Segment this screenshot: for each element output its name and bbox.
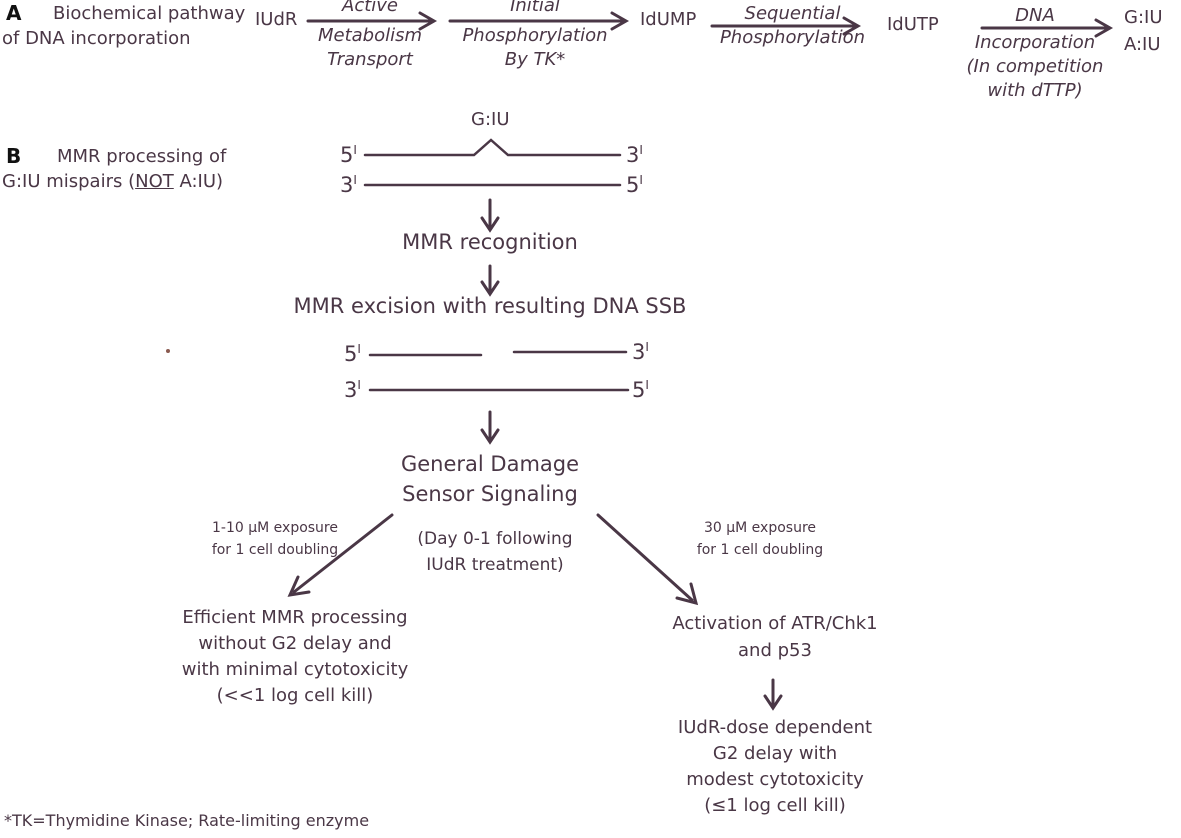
prime-mark: I — [353, 173, 357, 187]
panel-a-title-line2: of DNA incorporation — [2, 28, 191, 49]
step4-line3: (In competition — [966, 56, 1104, 77]
high-outcome-line2: and p53 — [738, 640, 812, 661]
low-outcome-line4: (<<1 log cell kill) — [216, 685, 374, 706]
strand-number: 5 — [344, 342, 358, 366]
final-outcome-line3: modest cytotoxicity — [686, 769, 864, 790]
title-part-not: NOT — [135, 171, 174, 192]
arrow-to-recognition — [480, 198, 500, 233]
step2-line2: Phosphorylation — [462, 25, 608, 46]
final-outcome-line4: (≤1 log cell kill) — [704, 795, 846, 816]
strand-number: 3 — [632, 340, 646, 364]
node-idump: IdUMP — [640, 9, 697, 30]
prime-mark: I — [357, 342, 361, 356]
step1-line2: Metabolism — [317, 25, 423, 46]
step4-line2: Incorporation — [974, 32, 1096, 53]
sensor-line1: General Damage — [400, 452, 580, 476]
nick-end-bottom-right: 5I — [632, 378, 649, 402]
high-dose-line1: 30 μM exposure — [703, 520, 817, 536]
title-part-post: A:IU) — [173, 171, 224, 192]
strand-end-bottom-right: 5I — [626, 173, 643, 197]
high-dose-line2: for 1 cell doubling — [696, 542, 824, 558]
nick-end-bottom-left: 3I — [344, 378, 361, 402]
product-g-iu: G:IU — [1124, 7, 1163, 28]
panel-b-title-line1: MMR processing of — [57, 146, 227, 167]
step1-line3: Transport — [327, 49, 413, 70]
arrow-to-dose-dependent-delay — [763, 678, 783, 711]
final-outcome-line2: G2 delay with — [712, 743, 838, 764]
strand-end-top-right: 3I — [626, 143, 643, 167]
strand-number: 3 — [626, 143, 640, 167]
nick-end-top-right: 3I — [632, 340, 649, 364]
arrow-to-high-dose-outcome — [596, 513, 699, 606]
step3-line1: Sequential — [744, 3, 841, 24]
panel-b-title-line2: G:IU mispairs (NOT A:IU) — [2, 171, 224, 193]
panel-a-title-line1: Biochemical pathway — [53, 3, 246, 24]
step2-line1: Initial — [510, 0, 560, 16]
nick-end-top-left: 5I — [344, 342, 361, 366]
arrow-sequential-phosphorylation — [710, 16, 862, 36]
strand-number: 3 — [340, 173, 354, 197]
prime-mark: I — [357, 378, 361, 392]
low-outcome-line2: without G2 delay and — [198, 633, 392, 654]
node-idutp: IdUTP — [887, 14, 939, 35]
final-outcome-line1: IUdR-dose dependent — [677, 717, 873, 738]
panel-a-letter: A — [6, 1, 22, 25]
prime-mark: I — [645, 340, 649, 354]
low-dose-line2: for 1 cell doubling — [211, 542, 339, 558]
step4-line4: with dTTP) — [987, 80, 1083, 101]
strand-number: 3 — [344, 378, 358, 402]
step1-line1: Active — [342, 0, 398, 16]
product-a-iu: A:IU — [1124, 34, 1161, 55]
speck-mark — [166, 349, 170, 353]
step4-line1: DNA — [1015, 5, 1055, 26]
strand-top-mispair — [363, 138, 622, 157]
prime-mark: I — [353, 143, 357, 157]
high-outcome-line1: Activation of ATR/Chk1 — [672, 613, 878, 634]
arrow-transport — [306, 11, 438, 31]
arrow-initial-phosphorylation — [448, 11, 630, 31]
step2-line3: By TK* — [504, 49, 566, 70]
node-iudr: IUdR — [255, 9, 298, 30]
footnote: *TK=Thymidine Kinase; Rate-limiting enzy… — [4, 811, 370, 830]
strand-end-top-left: 5I — [340, 143, 357, 167]
arrow-to-low-dose-outcome — [287, 513, 394, 597]
title-part-pre: G:IU mispairs ( — [2, 171, 136, 192]
mmr-recognition: MMR recognition — [402, 230, 578, 254]
mmr-excision: MMR excision with resulting DNA SSB — [293, 294, 687, 318]
arrow-dna-incorporation — [980, 18, 1114, 38]
prime-mark: I — [645, 378, 649, 392]
arrow-to-excision — [480, 264, 500, 297]
timing-line2: IUdR treatment) — [426, 555, 564, 575]
panel-b-letter: B — [6, 144, 22, 168]
prime-mark: I — [639, 143, 643, 157]
timing-line1: (Day 0-1 following — [417, 529, 573, 549]
mispair-label: G:IU — [471, 109, 510, 130]
strand-number: 5 — [626, 173, 640, 197]
strand-end-bottom-left: 3I — [340, 173, 357, 197]
sensor-line2: Sensor Signaling — [402, 482, 578, 506]
prime-mark: I — [639, 173, 643, 187]
low-dose-line1: 1-10 μM exposure — [212, 520, 338, 536]
arrow-to-sensor-signaling — [480, 410, 500, 445]
strand-number: 5 — [340, 143, 354, 167]
low-outcome-line3: with minimal cytotoxicity — [181, 659, 409, 680]
step3-line2: Phosphorylation — [719, 27, 866, 48]
low-outcome-line1: Efficient MMR processing — [182, 607, 408, 628]
strand-number: 5 — [632, 378, 646, 402]
